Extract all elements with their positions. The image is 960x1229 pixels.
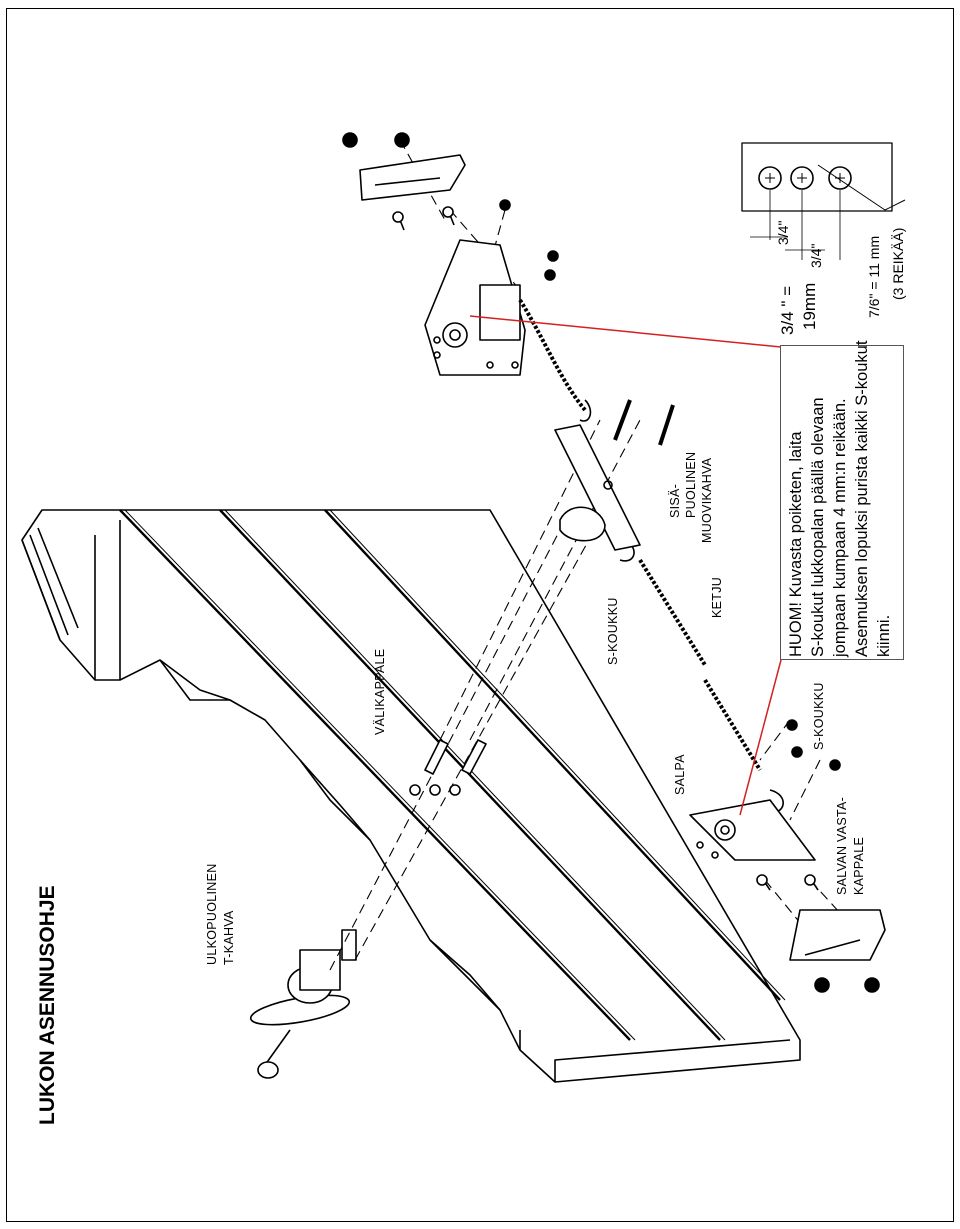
- upper-bracket: [424, 239, 526, 376]
- label-inner-handle-2: PUOLINEN: [684, 451, 698, 518]
- label-inner-handle-3: MUOVIKAHVA: [700, 457, 714, 543]
- dim-spacing-b: 3/4": [808, 243, 824, 268]
- door-panel: [21, 509, 801, 1083]
- dim-spacing-a: 3/4": [775, 220, 791, 245]
- note-line-1: HUOM! Kuvasta poiketen, laita: [787, 431, 805, 657]
- outer-t-handle: [249, 929, 357, 1079]
- label-spacer: VÄLIKAPPALE: [373, 648, 387, 735]
- note-line-2: S-koukut lukkopalan päällä olevaan: [809, 397, 827, 657]
- label-s-hook-1: S-KOUKKU: [606, 597, 620, 665]
- label-keeper-1: SALVAN VASTA-: [835, 796, 849, 895]
- label-latch: SALPA: [673, 754, 687, 795]
- label-outer-handle-1: ULKOPUOLINEN: [205, 863, 219, 965]
- latch-keeper: [756, 874, 886, 993]
- top-keeper: [342, 132, 559, 281]
- inner-plastic-handle: [554, 399, 675, 551]
- spacers: [409, 739, 487, 796]
- note-line-5: kiinni.: [875, 614, 893, 657]
- note-line-3: jompaan kumpaan 4 mm:n reikään.: [831, 398, 849, 657]
- label-s-hook-2: S-KOUKKU: [812, 682, 826, 750]
- label-outer-handle-2: T-KAHVA: [222, 910, 236, 965]
- dim-hole-1: 7/6" = 11 mm: [866, 235, 882, 318]
- label-keeper-2: KAPPALE: [852, 836, 866, 895]
- label-chain: KETJU: [710, 576, 724, 618]
- page-title: LUKON ASENNUSOHJE: [36, 885, 59, 1125]
- red-leaders: [469, 315, 782, 816]
- hole-template: [741, 142, 906, 260]
- note-box: [780, 345, 904, 660]
- dim-equation-1: 3/4 " =: [778, 285, 797, 335]
- note-line-4: Asennuksen lopuksi purista kaikki S-kouk…: [853, 340, 871, 657]
- dim-hole-2: (3 REIKÄÄ): [890, 227, 906, 300]
- page-frame: [6, 8, 954, 1222]
- dim-equation-2: 19mm: [800, 282, 819, 330]
- label-inner-handle-1: SISÄ-: [668, 483, 682, 518]
